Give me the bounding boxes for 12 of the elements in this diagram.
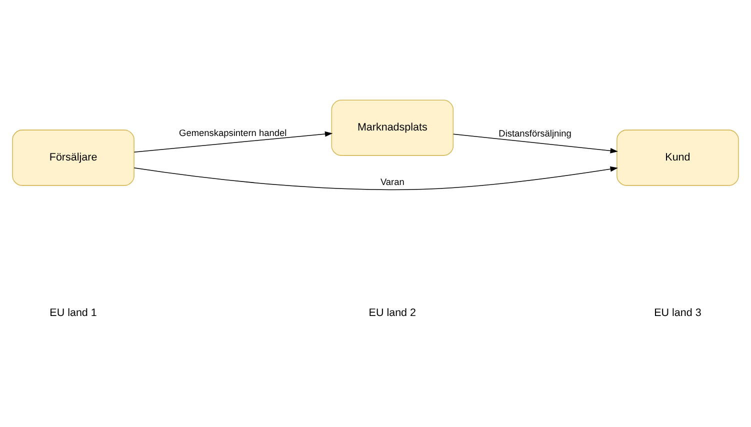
label: EU land 3 [654, 306, 702, 319]
node-box: Marknadsplats [331, 100, 454, 156]
arrow [134, 166, 618, 190]
edge-label: Varan [380, 177, 404, 188]
edge-label: Distansförsäljning [498, 128, 572, 139]
label: EU land 1 [50, 306, 97, 319]
arrow [452, 134, 618, 154]
label: EU land 2 [368, 306, 416, 319]
edge-label: Gemenskapsintern handel [179, 128, 287, 138]
arrow [134, 131, 333, 152]
node-box: Kund [616, 130, 739, 186]
node-box: Försäljare [12, 130, 134, 186]
